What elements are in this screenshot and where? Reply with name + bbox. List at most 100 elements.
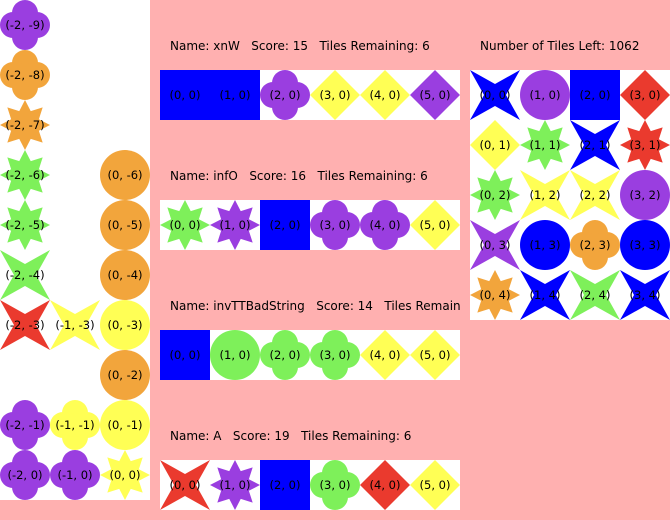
hand-tile[interactable]: (4, 0)	[360, 330, 410, 380]
circle-shape-icon	[100, 400, 150, 450]
star8-shape-icon	[470, 270, 520, 320]
player-3-info: Name: invTTBadString Score: 14 Tiles Rem…	[170, 299, 460, 313]
deck-tile: (0, 0)	[470, 70, 520, 120]
deck-tile: (3, 1)	[620, 120, 670, 170]
star4-shape-icon	[620, 270, 670, 320]
star8-shape-icon	[0, 150, 50, 200]
hand-tile[interactable]: (5, 0)	[410, 70, 460, 120]
diamond-shape-icon	[360, 330, 410, 380]
board-tile: (0, -6)	[100, 150, 150, 200]
diamond-shape-icon	[410, 200, 460, 250]
circle-shape-icon	[100, 200, 150, 250]
board-tile: (0, -5)	[100, 200, 150, 250]
hand-tile[interactable]: (2, 0)	[260, 330, 310, 380]
deck-tile: (3, 0)	[620, 70, 670, 120]
hand-tile[interactable]: (1, 0)	[210, 460, 260, 510]
hand-tile[interactable]: (0, 0)	[160, 70, 210, 120]
clover-shape-icon	[260, 330, 310, 380]
deck-tile: (1, 3)	[520, 220, 570, 270]
square-shape-icon	[570, 70, 620, 120]
circle-shape-icon	[100, 350, 150, 400]
circle-shape-icon	[210, 330, 260, 380]
square-shape-icon	[210, 70, 260, 120]
board-tile: (-2, -7)	[0, 100, 50, 150]
hand-tile[interactable]: (0, 0)	[160, 330, 210, 380]
deck-grid: (0, 0)(1, 0)(2, 0)(3, 0)(0, 1)(1, 1)(2, …	[470, 70, 670, 320]
player-2-info: Name: infO Score: 16 Tiles Remaining: 6	[170, 169, 428, 183]
hand-tile[interactable]: (2, 0)	[260, 200, 310, 250]
hand-tile[interactable]: (0, 0)	[160, 460, 210, 510]
player-2-hand: (0, 0)(1, 0)(2, 0)(3, 0)(4, 0)(5, 0)	[160, 200, 460, 250]
star8-shape-icon	[210, 200, 260, 250]
deck-tile: (2, 0)	[570, 70, 620, 120]
hand-tile[interactable]: (1, 0)	[210, 330, 260, 380]
board-tile: (-1, -3)	[50, 300, 100, 350]
clover-shape-icon	[0, 400, 50, 450]
hand-tile[interactable]: (3, 0)	[310, 200, 360, 250]
clover-shape-icon	[310, 330, 360, 380]
circle-shape-icon	[520, 70, 570, 120]
hand-tile[interactable]: (5, 0)	[410, 460, 460, 510]
clover-shape-icon	[50, 450, 100, 500]
hand-tile[interactable]: (1, 0)	[210, 200, 260, 250]
board-tile: (-1, 0)	[50, 450, 100, 500]
board-tile: (-2, -1)	[0, 400, 50, 450]
circle-shape-icon	[620, 170, 670, 220]
board-tile: (-2, -4)	[0, 250, 50, 300]
board-tile: (0, -1)	[100, 400, 150, 450]
star8-shape-icon	[100, 450, 150, 500]
star8-shape-icon	[470, 170, 520, 220]
deck-tile: (3, 4)	[620, 270, 670, 320]
square-shape-icon	[260, 200, 310, 250]
star4-shape-icon	[570, 120, 620, 170]
star8-shape-icon	[210, 460, 260, 510]
square-shape-icon	[160, 330, 210, 380]
diamond-shape-icon	[620, 70, 670, 120]
clover-shape-icon	[310, 200, 360, 250]
hand-tile[interactable]: (4, 0)	[360, 70, 410, 120]
player-1-info: Name: xnW Score: 15 Tiles Remaining: 6	[170, 39, 430, 53]
diamond-shape-icon	[410, 70, 460, 120]
hand-tile[interactable]: (3, 0)	[310, 460, 360, 510]
deck-tile: (0, 3)	[470, 220, 520, 270]
hand-tile[interactable]: (5, 0)	[410, 330, 460, 380]
deck-tile: (2, 3)	[570, 220, 620, 270]
star4-shape-icon	[160, 460, 210, 510]
star4-shape-icon	[570, 170, 620, 220]
circle-shape-icon	[520, 220, 570, 270]
hand-tile[interactable]: (1, 0)	[210, 70, 260, 120]
diamond-shape-icon	[410, 330, 460, 380]
star4-shape-icon	[470, 70, 520, 120]
clover-shape-icon	[360, 200, 410, 250]
deck-tile: (0, 4)	[470, 270, 520, 320]
board-tile: (0, 0)	[100, 450, 150, 500]
deck-tile: (3, 3)	[620, 220, 670, 270]
star4-shape-icon	[50, 300, 100, 350]
hand-tile[interactable]: (2, 0)	[260, 460, 310, 510]
diamond-shape-icon	[410, 460, 460, 510]
star4-shape-icon	[520, 270, 570, 320]
hand-tile[interactable]: (2, 0)	[260, 70, 310, 120]
hand-tile[interactable]: (5, 0)	[410, 200, 460, 250]
clover-shape-icon	[0, 450, 50, 500]
hand-tile[interactable]: (3, 0)	[310, 330, 360, 380]
hand-tile[interactable]: (0, 0)	[160, 200, 210, 250]
deck-tile: (1, 4)	[520, 270, 570, 320]
star8-shape-icon	[0, 100, 50, 150]
star4-shape-icon	[470, 220, 520, 270]
deck-tile: (0, 1)	[470, 120, 520, 170]
hand-tile[interactable]: (4, 0)	[360, 460, 410, 510]
circle-shape-icon	[100, 300, 150, 350]
circle-shape-icon	[100, 250, 150, 300]
board-tile: (-2, 0)	[0, 450, 50, 500]
board-tile: (-2, -5)	[0, 200, 50, 250]
diamond-shape-icon	[360, 70, 410, 120]
star4-shape-icon	[570, 270, 620, 320]
hand-tile[interactable]: (3, 0)	[310, 70, 360, 120]
board-area[interactable]: (-2, -9)(-2, -8)(-2, -7)(-2, -6)(-2, -5)…	[0, 0, 150, 500]
board-tile: (-2, -9)	[0, 0, 50, 50]
hand-tile[interactable]: (4, 0)	[360, 200, 410, 250]
star4-shape-icon	[0, 300, 50, 350]
deck-tile: (1, 2)	[520, 170, 570, 220]
square-shape-icon	[260, 460, 310, 510]
